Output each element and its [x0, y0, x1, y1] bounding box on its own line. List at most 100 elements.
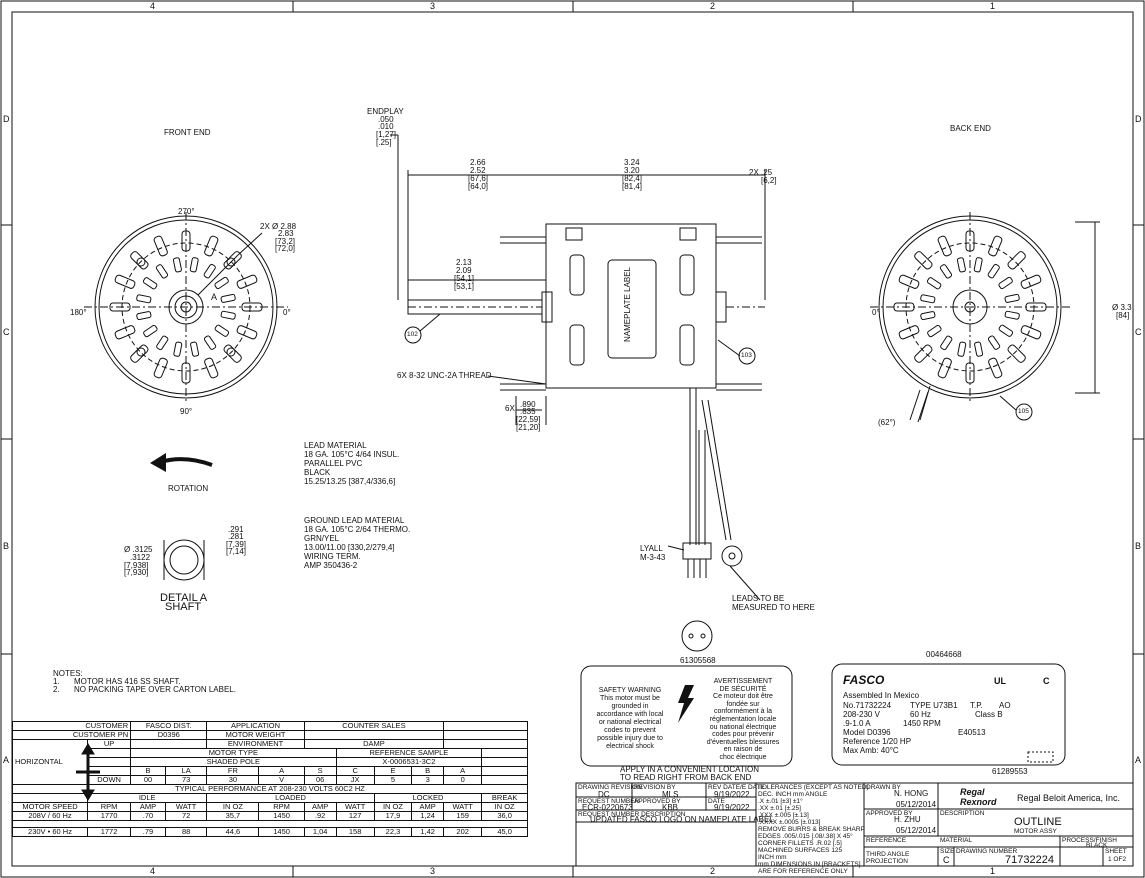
- shaft-dim-3: [7,938]: [124, 561, 149, 570]
- dim-d3-1: 2.13: [456, 258, 472, 267]
- front-end-title: FRONT END: [164, 128, 211, 137]
- zone-left-c: C: [3, 327, 10, 337]
- cell: 202: [443, 827, 483, 837]
- request-no-value: ECR-0220673: [582, 803, 633, 812]
- vent-slot: [1007, 251, 1026, 270]
- drawing-rev-label: DRAWING REVISION: [578, 784, 643, 791]
- vent-slot: [1007, 344, 1026, 363]
- code-value: 5: [373, 775, 413, 785]
- vent-slot: [914, 344, 933, 363]
- vent-slot: [998, 324, 1014, 337]
- vent-slot: [236, 325, 258, 340]
- drawing-rev-value: DC: [598, 790, 610, 799]
- drawing-number: 71732224: [1005, 854, 1054, 866]
- vent-slot: [181, 230, 191, 252]
- cell: 72: [164, 811, 208, 821]
- endplay-3: [1,27]: [376, 130, 397, 139]
- customer-pn-value: D0396: [130, 730, 208, 740]
- description-title: OUTLINE: [1014, 816, 1062, 828]
- code-value: 0: [443, 775, 483, 785]
- note-1-num: 1.: [53, 677, 60, 686]
- vent-slot: [236, 274, 258, 289]
- shaft-dim-2: .3122: [130, 553, 151, 562]
- vent-slot: [898, 274, 920, 289]
- vent-slot: [156, 335, 169, 351]
- vent-slot: [920, 311, 936, 321]
- np-volts: 208-230 V: [843, 710, 880, 719]
- six-x: 6X: [505, 404, 515, 413]
- np-model: Model D0396: [843, 728, 891, 737]
- notes-title: NOTES:: [53, 669, 83, 678]
- cell: 1450: [258, 811, 305, 821]
- vent-slot: [114, 274, 136, 289]
- rev-date-value: 9/19/2022: [714, 790, 750, 799]
- cell: 1450: [258, 827, 305, 837]
- endplay-4: [.25]: [376, 138, 392, 147]
- front-end-view: [84, 212, 288, 402]
- vent-slot: [957, 341, 967, 357]
- zone-top-4: 4: [150, 1, 156, 11]
- vent-slot: [130, 251, 149, 270]
- zone-right-b: B: [1135, 541, 1142, 551]
- balloon-103: 103: [741, 352, 752, 359]
- vent-slot: [988, 235, 1003, 257]
- vent-slot: [223, 344, 242, 363]
- description-sub: MOTOR ASSY: [1014, 828, 1057, 835]
- np-amps: .9-1.0 A: [843, 719, 871, 728]
- zone-right-d: D: [1135, 114, 1142, 124]
- back-end-view: [870, 212, 1100, 423]
- part-61289553: 61289553: [992, 767, 1028, 776]
- zone-right-c: C: [1135, 327, 1142, 337]
- application-value: COUNTER SALES: [303, 721, 445, 731]
- vent-slot: [241, 302, 263, 312]
- c-mark: C: [1043, 676, 1050, 686]
- zone-top-3: 3: [430, 1, 436, 11]
- six-dim-4: [21,20]: [516, 423, 541, 432]
- np-assembled: Assembled In Mexico: [843, 691, 920, 700]
- dia-dim-1: Ø 3.3: [1112, 303, 1132, 312]
- dim-2x-2: [6,2]: [761, 176, 777, 185]
- detail-title: DETAIL A: [160, 592, 208, 604]
- back-angle-62: (62°): [878, 418, 896, 427]
- cell: 158: [335, 827, 375, 837]
- bolt-dim-2: 2.83: [278, 229, 294, 238]
- table-row: 208V / 60 Hz 1770 .70 72 35,7 1450 .92 1…: [12, 811, 528, 821]
- cell: 127: [335, 811, 375, 821]
- vent-slot: [109, 302, 131, 312]
- np-class: Class B: [975, 710, 1003, 719]
- np-ref: Reference 1/20 HP: [843, 737, 912, 746]
- drawn-by-label: DRAWN BY: [866, 784, 901, 791]
- detail-subtitle: SHAFT: [165, 601, 202, 613]
- drawn-date: 05/12/2014: [896, 800, 937, 809]
- vent-slot: [926, 277, 942, 290]
- rev-date-label: REV DATE/E DATE: [708, 784, 765, 791]
- drawing-number-label: DRAWING NUMBER: [956, 848, 1018, 855]
- regal-logo-2: Rexnord: [960, 797, 997, 807]
- vent-slot: [898, 325, 920, 340]
- approved2-date: 05/12/2014: [896, 826, 937, 835]
- vent-slot: [974, 341, 984, 357]
- vent-slot: [190, 341, 200, 357]
- vent-slot: [973, 257, 983, 273]
- process-value: BLACK: [1086, 842, 1108, 849]
- thread-dim: 6X 8-32 UNC-2A THREAD: [397, 371, 492, 380]
- vent-slot: [988, 357, 1003, 379]
- vent-slot: [172, 257, 182, 273]
- np-type: TYPE U73B1: [910, 701, 958, 710]
- vent-slot: [143, 324, 158, 338]
- vent-slot: [956, 257, 966, 273]
- cell: 88: [164, 827, 208, 837]
- reference-label: REFERENCE: [866, 837, 907, 844]
- flat-dim-3: [7,39]: [226, 540, 247, 549]
- dim-d1-4: [64,0]: [468, 182, 489, 191]
- dim-d2-4: [81,4]: [622, 182, 643, 191]
- angle-270: 270°: [178, 207, 195, 216]
- part-00464668: 00464668: [926, 650, 962, 659]
- sheet-label: SHEET: [1105, 848, 1127, 855]
- shaft-dim-4: [7,930]: [124, 568, 149, 577]
- approved-by-label: APPROVED BY: [634, 798, 681, 805]
- vent-slot: [189, 257, 199, 273]
